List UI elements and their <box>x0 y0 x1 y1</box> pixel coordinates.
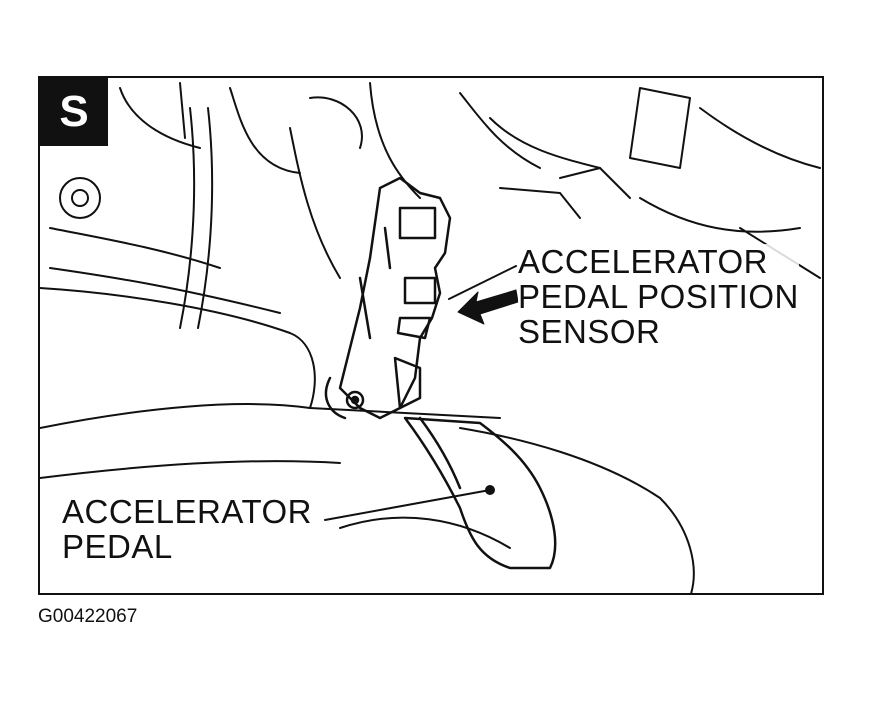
sensor-label-line: SENSOR <box>518 313 661 350</box>
leader-lines <box>324 265 517 521</box>
figure-id: G00422067 <box>38 606 138 627</box>
section-badge: S <box>40 78 108 146</box>
pedal-position-sensor-drawing <box>324 176 452 420</box>
line-drawing <box>40 82 821 593</box>
pedal-label-line: ACCELERATOR <box>62 493 313 530</box>
pedal-label-line: PEDAL <box>62 528 173 565</box>
sensor-label-line: ACCELERATOR <box>518 243 769 280</box>
accelerator-pedal-drawing <box>403 416 557 570</box>
sensor-label-line: PEDAL POSITION <box>518 278 799 315</box>
pedal-label: ACCELERATOR PEDAL <box>62 493 313 565</box>
diagram-frame: S ACCELERATOR PEDAL POSITION SENSOR ACCE… <box>38 76 824 595</box>
dashboard-panel <box>40 287 695 593</box>
background-linework <box>49 82 821 329</box>
sensor-label: ACCELERATOR PEDAL POSITION SENSOR <box>518 244 799 349</box>
pointer-arrow <box>457 289 519 325</box>
